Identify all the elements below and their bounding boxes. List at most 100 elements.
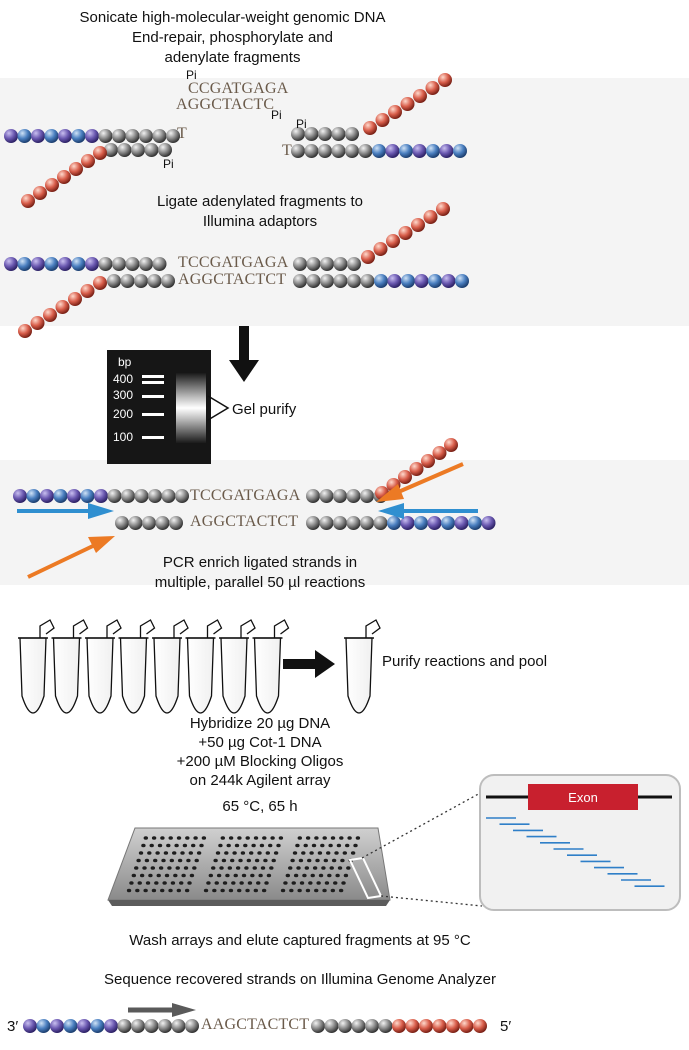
- array-spot: [182, 843, 188, 848]
- dna-bead-gray: [365, 1019, 379, 1033]
- dna-bead-red: [438, 73, 452, 87]
- dna-bead-purple: [23, 1019, 37, 1033]
- array-spot: [312, 866, 318, 870]
- array-spot: [194, 858, 199, 863]
- dna-bead-gray: [331, 127, 346, 141]
- dna-bead-red: [45, 178, 59, 192]
- array-spot: [316, 881, 321, 885]
- array-spot: [214, 881, 219, 885]
- dna-bead-purple: [85, 257, 99, 271]
- zoom-line-bottom: [380, 895, 483, 907]
- dna-bead-gray: [306, 489, 320, 503]
- array-spot: [163, 851, 169, 855]
- dna-bead-blue: [387, 516, 401, 530]
- dna-bead-red: [413, 89, 427, 103]
- array-spot: [220, 888, 225, 893]
- array-spot: [331, 858, 337, 863]
- dna-bead-red: [421, 454, 435, 468]
- array-spot: [219, 866, 224, 870]
- array-spot: [234, 843, 240, 848]
- dna-bead-gray: [360, 516, 374, 530]
- step-pcr-line1: PCR enrich ligated strands in: [162, 554, 358, 571]
- array-spot: [296, 866, 301, 870]
- dna-bead-blue: [453, 144, 467, 158]
- dna-bead-purple: [85, 129, 99, 143]
- dna-bead-gray: [373, 516, 388, 530]
- dna-bead-gray: [360, 489, 374, 503]
- pcr-tube: [18, 619, 55, 714]
- array-spot: [176, 836, 182, 840]
- array-spot: [212, 888, 217, 893]
- array-spot: [253, 836, 259, 840]
- array-spot: [247, 881, 253, 885]
- dna-bead-gray: [358, 144, 373, 158]
- array-spot: [341, 881, 346, 885]
- array-spot: [252, 866, 257, 870]
- dna-bead-purple: [67, 489, 81, 503]
- array-spot: [167, 866, 172, 870]
- array-spot: [176, 888, 182, 893]
- step-sequence: Sequence recovered strands on Illumina G…: [104, 971, 496, 988]
- pcr-bottom-seq: AGGCTACTCT: [190, 513, 299, 530]
- dna-bead-gray: [175, 489, 189, 503]
- pooled-tube: [344, 619, 381, 714]
- array-spot: [295, 843, 300, 848]
- array-spot: [137, 881, 142, 885]
- array-spot: [269, 866, 274, 870]
- array-spot: [250, 873, 255, 878]
- array-spot: [271, 858, 276, 863]
- dna-bead-gray: [318, 127, 332, 141]
- array-spot: [183, 866, 189, 870]
- dna-bead-blue: [428, 274, 442, 288]
- array-spot: [353, 843, 358, 848]
- array-spot: [261, 888, 267, 893]
- array-spot: [305, 888, 311, 893]
- array-spot: [186, 858, 191, 863]
- sequencing-read-arrowhead: [172, 1003, 196, 1017]
- array-spot: [343, 873, 349, 878]
- array-spot: [208, 873, 214, 878]
- dna-bead-blue: [17, 129, 32, 143]
- dna-bead-gray: [158, 1019, 172, 1033]
- array-spot: [162, 881, 167, 885]
- dna-bead-purple: [454, 516, 469, 530]
- pcr-tube: [185, 619, 223, 714]
- array-spot: [227, 866, 233, 870]
- array-spot: [333, 881, 338, 885]
- array-spot: [157, 843, 163, 848]
- dna-bead-purple: [77, 1019, 91, 1033]
- array-spot: [218, 843, 223, 848]
- dna-bead-red: [81, 154, 95, 168]
- dna-bead-blue: [71, 257, 86, 271]
- array-spot: [315, 858, 320, 863]
- array-spot: [148, 873, 153, 878]
- array-spot: [139, 873, 145, 878]
- dna-bead-blue: [71, 129, 86, 143]
- gel-ladder-400: 400: [113, 372, 134, 386]
- down-arrow-icon: [229, 326, 259, 382]
- array-spot: [322, 888, 327, 893]
- array-spot: [153, 858, 158, 863]
- array-spot: [150, 866, 156, 870]
- dna-bead-gray: [293, 257, 307, 271]
- dna-bead-gray: [347, 257, 361, 271]
- array-spot: [230, 858, 235, 863]
- dna-bead-red: [93, 276, 107, 290]
- array-spot: [321, 866, 326, 870]
- array-spot: [155, 851, 160, 855]
- dna-bead-purple: [400, 516, 415, 530]
- array-spot: [330, 888, 336, 893]
- array-spot: [350, 851, 356, 855]
- capture-probes: [486, 817, 665, 888]
- array-spot: [174, 843, 179, 848]
- dna-bead-gray: [306, 257, 321, 271]
- dna-bead-blue: [44, 129, 59, 143]
- dna-bead-gray: [320, 274, 334, 288]
- step-end-repair-line2: adenylate fragments: [164, 49, 301, 66]
- pcr-tube: [219, 619, 256, 714]
- pcr-tube: [152, 619, 189, 714]
- dna-bead-blue: [468, 516, 482, 530]
- array-spot: [314, 888, 319, 893]
- dna-bead-gray: [304, 144, 319, 158]
